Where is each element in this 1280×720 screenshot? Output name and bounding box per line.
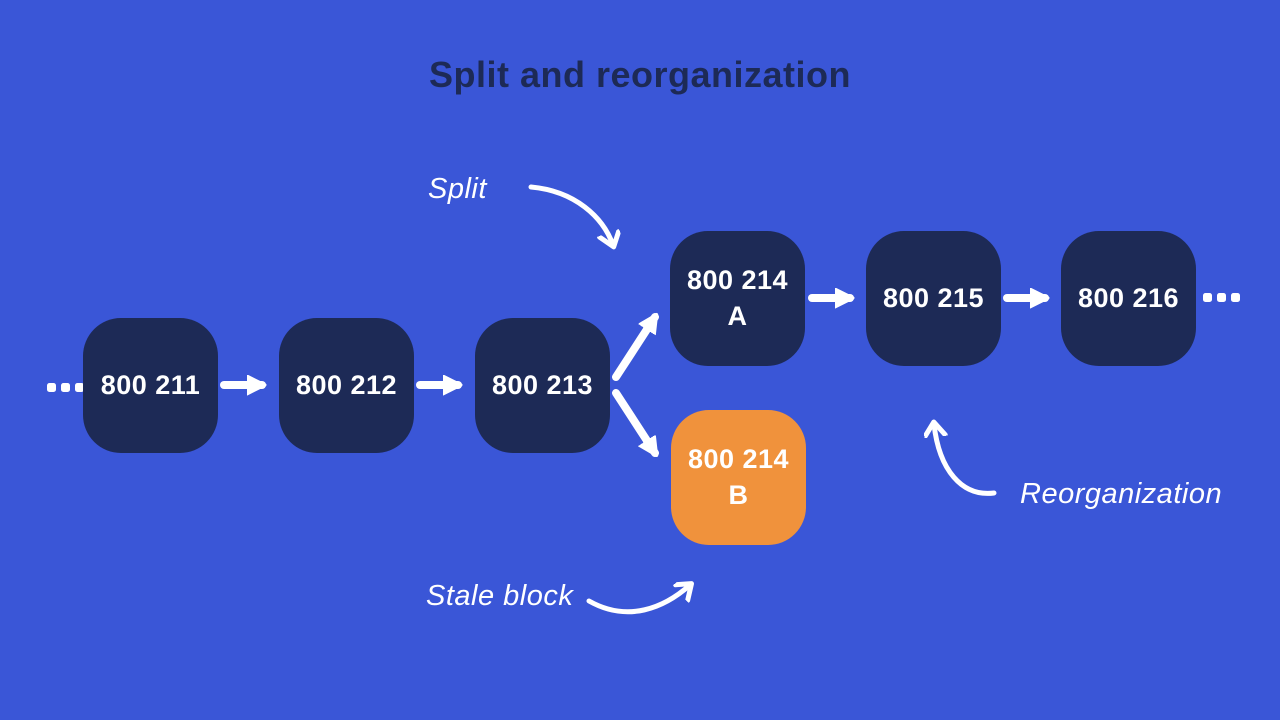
block-label: 800 213: [491, 369, 594, 400]
stale-annotation-arrow: [586, 585, 690, 615]
trailing-ellipsis-icon: ...: [1203, 293, 1240, 302]
reorganization-label: Reorganization: [1020, 478, 1223, 510]
arrow-213-to-214b: [612, 389, 659, 453]
block-label: 800 214 A: [686, 265, 789, 331]
stale-block-label: Stale block: [426, 580, 574, 612]
block-800-212: 800 212: [279, 318, 414, 453]
block-label: 800 212: [295, 369, 398, 400]
block-800-214-b-stale: 800 214 B: [671, 410, 806, 545]
block-800-214-a: 800 214 A: [670, 231, 805, 366]
split-label: Split: [428, 173, 487, 205]
split-annotation-arrow: [528, 184, 613, 245]
reorganization-annotation-arrow: [934, 424, 997, 496]
dot-icon: [61, 383, 70, 392]
block-label: 800 216: [1077, 282, 1180, 313]
page-title: Split and reorganization: [428, 54, 852, 95]
block-800-216: 800 216: [1061, 231, 1196, 366]
dot-icon: [1231, 293, 1240, 302]
block-800-213: 800 213: [475, 318, 610, 453]
block-label: 800 215: [882, 282, 985, 313]
block-label: 800 214 B: [687, 444, 790, 510]
dot-icon: [1203, 293, 1212, 302]
dot-icon: [75, 383, 84, 392]
arrow-213-to-214a: [612, 317, 659, 381]
block-800-215: 800 215: [866, 231, 1001, 366]
block-800-211: 800 211: [83, 318, 218, 453]
dot-icon: [1217, 293, 1226, 302]
leading-ellipsis-icon: ...: [47, 383, 84, 392]
dot-icon: [47, 383, 56, 392]
block-label: 800 211: [100, 369, 201, 400]
